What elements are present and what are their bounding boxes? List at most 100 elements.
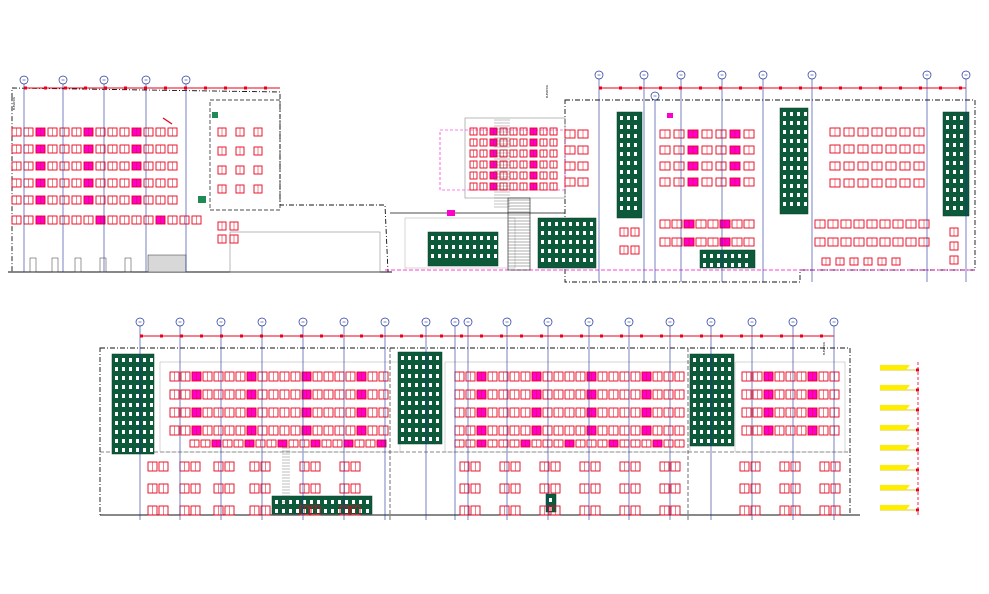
green-panel-opening — [452, 254, 455, 258]
green-panel-opening — [150, 367, 153, 371]
green-panel-opening — [408, 401, 411, 405]
green-panel-opening — [401, 356, 404, 360]
elevation-1-podium — [229, 231, 381, 273]
green-panel-opening — [415, 365, 418, 369]
green-panel-opening — [408, 356, 411, 360]
ground-door — [124, 257, 132, 273]
elevation-1-outline — [11, 87, 389, 273]
red-dimension-arrow — [162, 117, 173, 125]
roof-parapet-tick — [184, 86, 187, 90]
green-panel-opening — [415, 437, 418, 441]
green-panel-opening — [721, 412, 724, 416]
elevation-1-label: ELEVATION — [13, 97, 16, 110]
green-panel-opening — [620, 170, 623, 174]
roof-parapet-tick — [820, 334, 823, 338]
green-panel-opening — [700, 430, 703, 434]
green-panel-opening — [700, 385, 703, 389]
green-panel-opening — [620, 179, 623, 183]
green-panel-opening — [569, 231, 572, 235]
green-panel-opening — [143, 367, 146, 371]
green-panel-opening — [143, 394, 146, 398]
green-panel-opening — [714, 421, 717, 425]
green-panel-opening — [627, 197, 630, 201]
green-panel-opening — [707, 358, 710, 362]
green-panel-opening — [494, 254, 497, 258]
green-panel-opening — [738, 263, 741, 267]
green-panel-opening — [620, 206, 623, 210]
green-panel-opening — [717, 254, 720, 258]
roof-parapet-tick — [320, 334, 323, 338]
green-panel-opening — [797, 121, 800, 125]
green-panel-opening — [700, 394, 703, 398]
green-panel-opening — [700, 421, 703, 425]
green-panel-opening — [436, 392, 439, 396]
green-panel-opening — [710, 254, 713, 258]
roof-parapet-tick — [739, 86, 742, 90]
green-panel-opening — [143, 430, 146, 434]
green-panel-opening — [703, 254, 706, 258]
green-panel-opening — [946, 197, 949, 201]
green-panel-opening — [946, 134, 949, 138]
green-panel-opening — [790, 175, 793, 179]
green-panel-opening — [783, 130, 786, 134]
green-panel-opening — [693, 367, 696, 371]
green-panel-opening — [620, 134, 623, 138]
level-marker-flag — [880, 445, 910, 450]
level-markers — [880, 362, 919, 515]
roof-parapet-tick — [839, 86, 842, 90]
roof-parapet-tick — [220, 334, 223, 338]
roof-parapet-tick — [104, 86, 107, 90]
elevation-1-door — [147, 254, 187, 273]
roof-parapet-tick — [639, 86, 642, 90]
green-panel-opening — [693, 439, 696, 443]
green-panel-opening — [583, 258, 586, 262]
roof-parapet-tick — [440, 334, 443, 338]
green-panel-opening — [143, 376, 146, 380]
green-panel-opening — [728, 376, 731, 380]
ground-door — [74, 257, 82, 273]
green-panel-opening — [620, 197, 623, 201]
level-marker-tick — [916, 388, 919, 392]
green-panel-opening — [804, 202, 807, 206]
green-panel-opening — [459, 245, 462, 249]
green-panel-opening — [707, 403, 710, 407]
green-panel-opening — [700, 376, 703, 380]
green-panel-opening — [590, 258, 593, 262]
green-panel-opening — [143, 358, 146, 362]
green-panel-opening — [310, 509, 313, 513]
green-panel-opening — [415, 356, 418, 360]
green-panel-opening — [436, 428, 439, 432]
green-panel-opening — [804, 193, 807, 197]
green-facade-panel — [397, 351, 443, 445]
green-panel-opening — [721, 439, 724, 443]
green-panel-opening — [459, 236, 462, 240]
green-panel-opening — [627, 179, 630, 183]
green-panel-opening — [745, 263, 748, 267]
roof-parapet-tick — [124, 86, 127, 90]
level-marker-tick — [916, 508, 919, 512]
green-panel-opening — [115, 385, 118, 389]
roof-parapet-tick — [244, 86, 247, 90]
green-panel-opening — [562, 258, 565, 262]
green-panel-opening — [129, 385, 132, 389]
green-panel-opening — [953, 143, 956, 147]
green-panel-opening — [804, 166, 807, 170]
green-panel-opening — [707, 412, 710, 416]
green-panel-opening — [946, 161, 949, 165]
green-panel-opening — [707, 421, 710, 425]
green-panel-opening — [150, 412, 153, 416]
green-panel-opening — [150, 385, 153, 389]
green-panel-opening — [583, 231, 586, 235]
green-panel-opening — [569, 258, 572, 262]
green-panel-opening — [331, 509, 334, 513]
green-panel-opening — [129, 367, 132, 371]
green-panel-opening — [408, 392, 411, 396]
green-panel-opening — [721, 430, 724, 434]
green-panel-opening — [797, 166, 800, 170]
green-panel-opening — [728, 394, 731, 398]
green-panel-opening — [115, 358, 118, 362]
green-panel-opening — [136, 376, 139, 380]
roof-parapet-tick — [699, 86, 702, 90]
green-panel-opening — [804, 121, 807, 125]
green-panel-opening — [728, 358, 731, 362]
